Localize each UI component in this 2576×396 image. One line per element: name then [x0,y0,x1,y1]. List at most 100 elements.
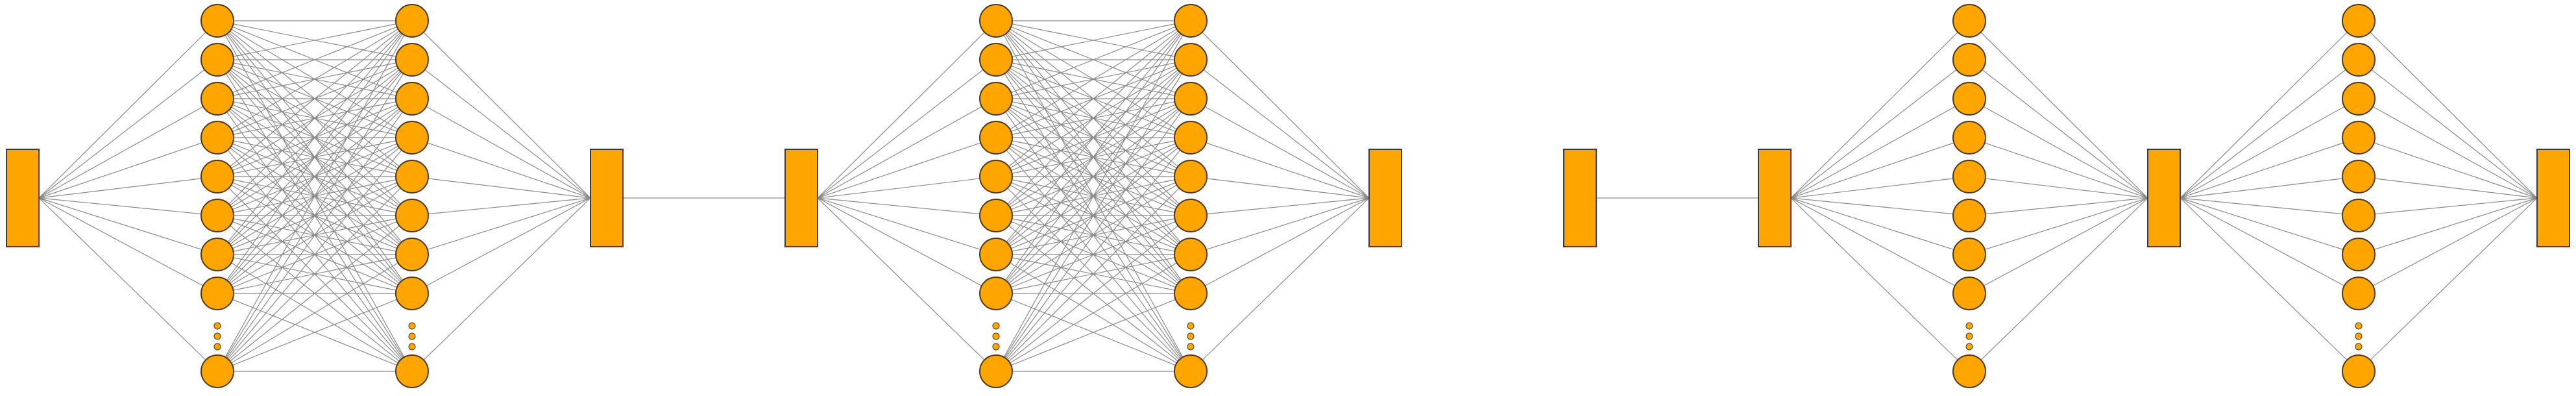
neuron-1-7 [200,238,234,271]
neuron-3-6 [979,199,1013,232]
ellipsis-dot-6-1 [2355,322,2363,330]
edge-block2-hidden [995,254,1191,372]
edge-block1-to-output [411,197,591,216]
edge-input-to-block1 [38,197,218,255]
scalar-node-6 [1758,149,1792,247]
edge-input-to-block1 [38,20,218,199]
neuron-2-9 [395,354,429,388]
neuron-4-3 [1174,82,1208,116]
ellipsis-dot-5-3 [1965,343,1973,351]
edge-block2-hidden [995,20,1191,372]
edge-block4-to-output [2358,176,2538,199]
edge-block2-to-output [1190,176,1370,199]
neuron-2-7 [395,238,429,271]
edge-block1-to-output [411,197,591,294]
edge-block1-to-output [411,176,591,199]
edge-input-to-block3 [1790,59,1970,199]
edge-block4-to-output [2358,137,2538,199]
edge-block3-to-output [1969,197,2148,294]
edge-block2-to-output [1190,98,1370,199]
edge-block2-to-output [1190,197,1370,216]
neuron-3-3 [979,82,1013,116]
edge-block1-hidden [217,59,413,372]
edge-block1-hidden [217,20,413,177]
edge-block1-to-output [411,137,591,199]
ellipsis-dot-4-1 [1187,322,1195,330]
neuron-5-1 [1952,4,1986,38]
edge-block1-hidden [217,20,413,138]
scalar-node-7 [2147,149,2181,247]
edge-input-to-block1 [38,98,218,199]
neuron-1-2 [200,43,234,77]
neuron-2-6 [395,199,429,232]
edge-block3-to-output [1969,197,2148,255]
ellipsis-dot-1-1 [213,322,221,330]
neuron-5-2 [1952,43,1986,77]
edge-input-to-block2 [817,197,997,255]
edge-input-to-block3 [1790,197,1970,255]
scalar-node-2 [590,149,624,247]
edge-block2-hidden [995,215,1191,372]
edge-block2-to-output [1190,197,1370,372]
ellipsis-dot-4-2 [1187,332,1195,340]
neuron-5-4 [1952,121,1986,155]
edge-input-to-block1 [38,137,218,199]
edge-block2-hidden [995,293,1191,372]
neuron-4-9 [1174,354,1208,388]
neuron-5-7 [1952,238,1986,271]
edge-input-to-block1 [38,176,218,199]
neuron-6-8 [2342,277,2376,310]
neuron-1-9 [200,354,234,388]
edge-input-to-block2 [817,98,997,199]
neuron-1-5 [200,160,234,193]
edge-input-to-block4 [2180,197,2359,294]
neuron-5-8 [1952,277,1986,310]
edge-input-to-block4 [2180,197,2359,372]
neuron-2-8 [395,277,429,310]
neuron-6-5 [2342,160,2376,193]
edge-block1-hidden [217,20,413,60]
edge-block1-to-output [411,59,591,199]
edge-input-to-block4 [2180,137,2359,199]
edge-block2-hidden [995,20,1191,99]
edge-block1-hidden [217,137,413,372]
edge-input-to-block3 [1790,98,1970,199]
edge-block4-to-output [2358,197,2538,255]
neuron-6-1 [2342,4,2376,38]
ellipsis-dot-1-3 [213,343,221,351]
edge-block4-to-output [2358,20,2538,199]
neuron-4-8 [1174,277,1208,310]
edge-input-to-block1 [38,197,218,216]
neuron-6-3 [2342,82,2376,116]
edge-input-to-block4 [2180,98,2359,199]
neuron-3-2 [979,43,1013,77]
edge-input-to-block2 [817,197,997,372]
ellipsis-dot-6-3 [2355,343,2363,351]
edge-input-to-block2 [817,176,997,199]
neuron-2-3 [395,82,429,116]
edge-block2-hidden [995,20,1191,60]
edge-block1-hidden [217,20,413,372]
neuron-5-5 [1952,160,1986,193]
edge-block3-to-output [1969,137,2148,199]
edge-block2-hidden [995,20,1191,294]
ellipsis-dot-2-2 [408,332,416,340]
ellipsis-dot-3-3 [992,343,1000,351]
ellipsis-dot-6-2 [2355,332,2363,340]
edge-input-to-block2 [817,137,997,199]
scalar-node-4 [1368,149,1402,247]
edge-input-to-block2 [817,197,997,216]
edge-block1-to-output [411,20,591,199]
edge-block1-hidden [217,59,413,294]
edge-block4-to-output [2358,197,2538,216]
neuron-3-8 [979,277,1013,310]
edge-input-to-block1 [38,197,218,372]
edge-block2-hidden [995,20,1191,216]
edge-block1-hidden [217,293,413,372]
edge-input-to-block1 [38,197,218,294]
neuron-5-9 [1952,354,1986,388]
edge-block2-hidden [995,20,1191,138]
ellipsis-dot-4-3 [1187,343,1195,351]
neuron-4-1 [1174,4,1208,38]
